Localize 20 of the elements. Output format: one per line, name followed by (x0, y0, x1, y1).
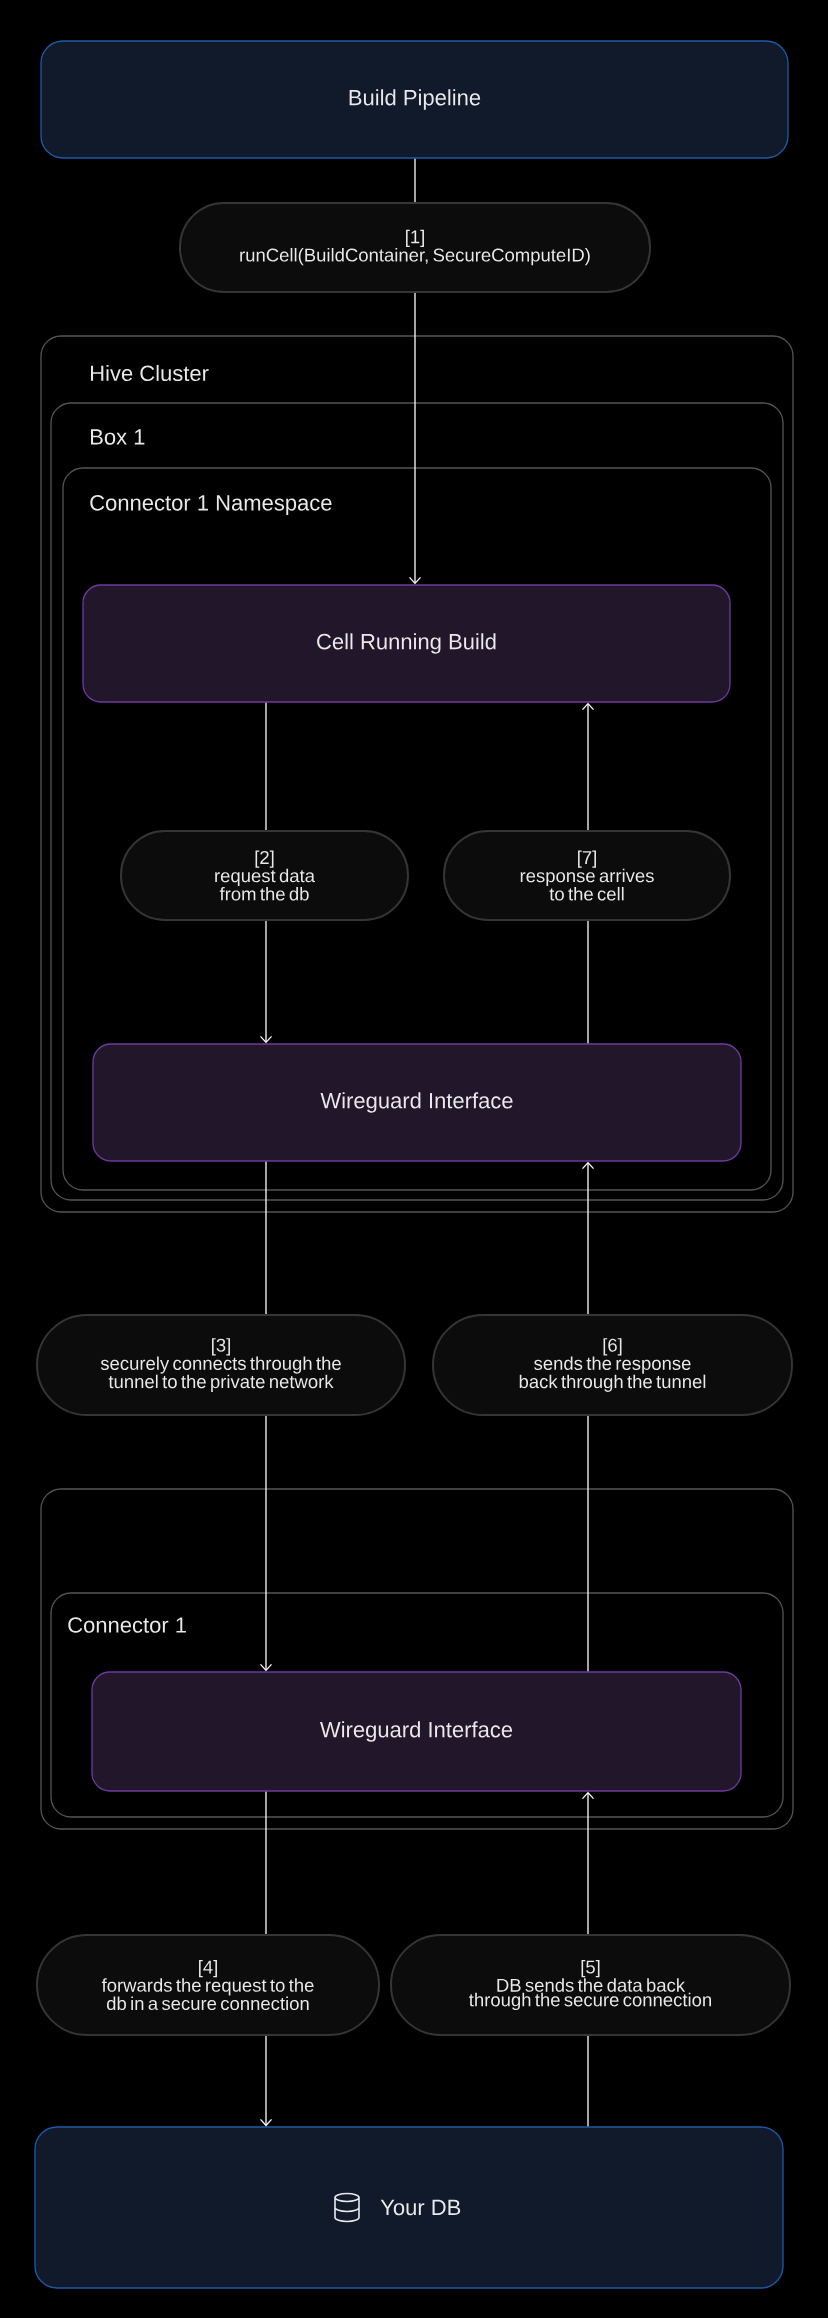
step-pill: [1] runCell(BuildContainer, SecureComputeID) (179, 202, 651, 293)
step-pill: [3] securely connects through the tunnel to the private network (36, 1314, 406, 1416)
arrow (581, 1161, 595, 1315)
arrow (259, 920, 273, 1044)
arrow (259, 2035, 273, 2127)
step-pill: [2] request data from the db (120, 830, 409, 921)
step-pill: [7] response arrives to the cell (443, 830, 731, 921)
step-pill: [5] DB sends the data back through the secure connection (390, 1934, 791, 2036)
database-box: Your DB (34, 2126, 784, 2289)
process-box: Wireguard Interface (92, 1043, 742, 1162)
arrow (581, 1791, 595, 1935)
process-box: Wireguard Interface (91, 1671, 742, 1792)
arrow (408, 292, 422, 585)
pipeline-box: Build Pipeline (40, 40, 789, 159)
process-box: Cell Running Build (82, 584, 731, 703)
step-pill: [6] sends the response back through the tunnel (432, 1314, 793, 1416)
arrow (259, 1415, 273, 1672)
arrow (581, 702, 595, 831)
group-box (40, 1488, 794, 1830)
step-pill: [4] forwards the request to the db in a secure connection (36, 1934, 380, 2036)
